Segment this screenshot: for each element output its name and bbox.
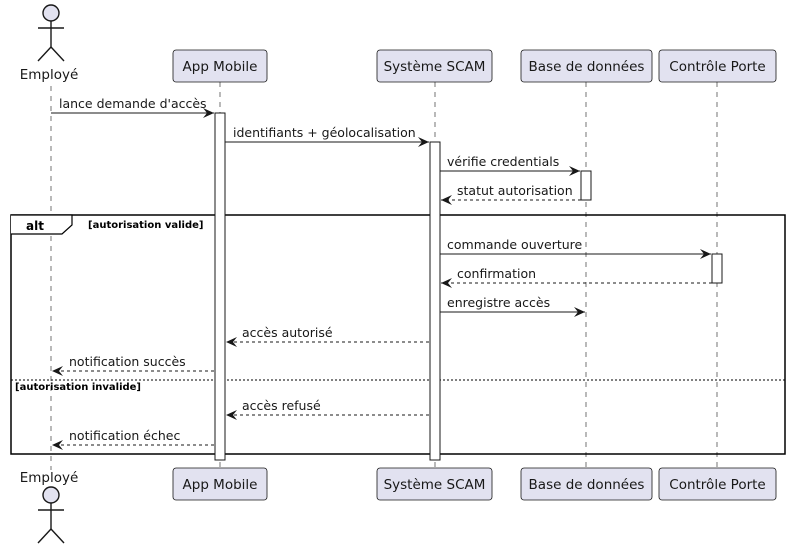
actor-label: Employé <box>20 470 79 486</box>
participants-bottom: App Mobile Système SCAM Base de données … <box>172 467 777 501</box>
participant-label: Système SCAM <box>384 477 486 493</box>
message-label: notification échec <box>69 428 180 443</box>
alt-guard-invalid: [autorisation invalide] <box>15 382 141 393</box>
activation-app-mobile <box>214 112 226 461</box>
message-label: accès autorisé <box>242 325 333 340</box>
activation-controle-porte <box>711 253 723 284</box>
stick-figure-icon <box>37 4 65 62</box>
participant-app-mobile: App Mobile <box>172 49 268 83</box>
participant-app-mobile: App Mobile <box>172 467 268 501</box>
actor-label: Employé <box>20 67 79 83</box>
actor-employe-top: Employé <box>20 4 79 83</box>
participant-label: App Mobile <box>183 59 258 75</box>
alt-frame <box>10 214 786 455</box>
activation-base-de-donnees <box>580 170 592 201</box>
message-label: vérifie credentials <box>447 154 559 169</box>
lifelines <box>50 82 718 470</box>
message-label: notification succès <box>69 354 186 369</box>
participant-label: Contrôle Porte <box>669 59 765 75</box>
activations <box>214 112 723 461</box>
participant-label: Système SCAM <box>384 59 486 75</box>
messages: lance demande d'accès identifiants + géo… <box>51 96 712 450</box>
alt-fragment: alt [autorisation valide] [autorisation … <box>10 214 786 455</box>
message-label: confirmation <box>457 266 536 281</box>
message-label: lance demande d'accès <box>59 96 207 111</box>
stick-figure-icon <box>37 486 65 544</box>
activation-systeme-scam <box>429 141 441 461</box>
participant-controle-porte: Contrôle Porte <box>658 467 777 501</box>
participant-controle-porte: Contrôle Porte <box>658 49 777 83</box>
message-label: commande ouverture <box>447 237 583 252</box>
message-label: identifiants + géolocalisation <box>233 125 416 140</box>
message-label: enregistre accès <box>447 295 550 310</box>
participant-systeme-scam: Système SCAM <box>376 49 493 83</box>
participant-label: App Mobile <box>183 477 258 493</box>
participant-systeme-scam: Système SCAM <box>376 467 493 501</box>
participants-top: App Mobile Système SCAM Base de données … <box>172 49 777 83</box>
message-label: accès refusé <box>242 398 321 413</box>
message-label: statut autorisation <box>457 183 573 198</box>
participant-label: Base de données <box>529 477 645 493</box>
participant-base-de-donnees: Base de données <box>520 49 653 83</box>
alt-keyword: alt <box>26 219 44 233</box>
alt-label-tab <box>11 214 73 235</box>
participant-base-de-donnees: Base de données <box>520 467 653 501</box>
participant-label: Base de données <box>529 59 645 75</box>
actor-employe-bottom: Employé <box>20 470 79 544</box>
participant-label: Contrôle Porte <box>669 477 765 493</box>
alt-guard-valid: [autorisation valide] <box>88 220 203 231</box>
